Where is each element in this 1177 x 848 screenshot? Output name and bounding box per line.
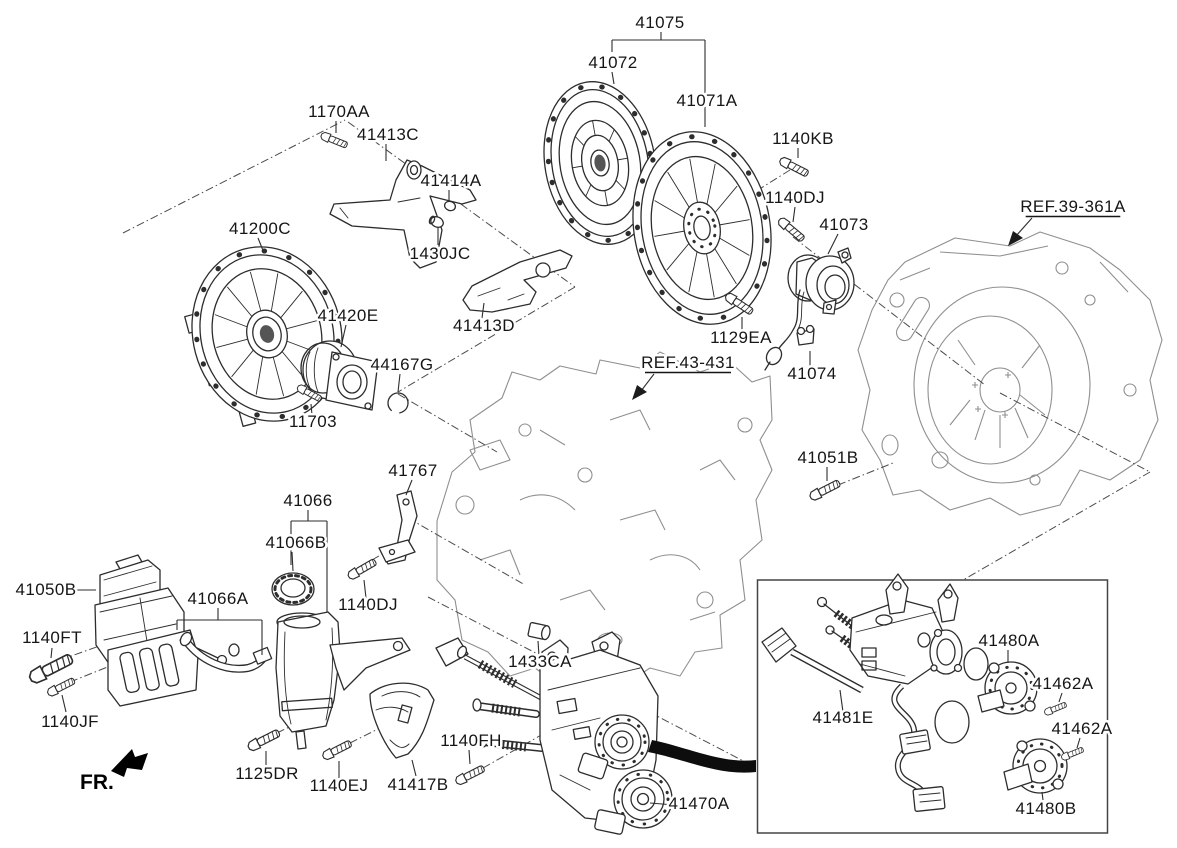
part-label-41462a: 41462A [1051,719,1112,738]
part-label-1433ca: 1433CA [508,652,572,671]
release-fork-41413d [462,249,573,313]
ref-43-431-arrowhead [632,385,647,400]
part-label-41470a: 41470A [668,794,729,813]
part-label-1140dj: 1140DJ [765,188,825,207]
leader-lines [50,32,1081,806]
fr-direction-arrow [111,749,148,777]
part-label-41480b: 41480B [1015,799,1076,818]
part-label-ref.43-431: REF.43-431 [641,353,735,372]
clutch-actuator-41050b [94,554,240,707]
ref-39-361a-arrowhead [1008,231,1023,246]
snap-ring-44167g [387,392,409,414]
clutch-tube-clip-41074 [796,324,815,346]
part-label-41051b: 41051B [797,448,858,467]
o-rings [934,647,989,744]
bolt-1170aa [319,130,349,150]
part-label-1129ea: 1129EA [710,328,772,347]
part-label-1140kb: 1140KB [772,129,834,148]
master-cylinder-41481e [761,573,963,812]
callout-layer: 41075 41072 41071A 1170AA 41413C 1140KB 41414A… [13,11,1128,821]
part-label-41066b: 41066B [265,533,326,552]
release-cylinder-41073 [764,247,855,371]
part-label-11703: 11703 [289,412,337,431]
part-label-41420e: 41420E [317,306,378,325]
part-label-41414a: 41414A [420,171,481,190]
bolt-1140jf [45,675,77,699]
part-label-1125dr: 1125DR [235,764,299,783]
bolt-41051b [807,477,843,503]
bolt-1140fh [453,763,487,787]
part-label-41413d: 41413D [453,316,515,335]
concentric-slave-cylinder-41420e [300,340,379,411]
part-label-1140dj: 1140DJ [338,595,398,614]
part-label-41066a: 41066A [187,589,248,608]
part-label-1140ft: 1140FT [22,628,82,647]
transaxle-housing-ref-39-361a [857,231,1163,516]
inset-box [756,573,1109,834]
part-label-41074: 41074 [787,364,836,383]
part-label-1140jf: 1140JF [41,712,99,731]
part-label-41200c: 41200C [229,219,291,238]
motor-41480b [1003,738,1068,794]
part-label-44167g: 44167G [371,355,434,374]
bolt-1140dj-top [775,215,807,244]
fr-label: FR. [80,771,114,794]
actuator-cable [648,740,756,773]
part-label-41481e: 41481E [812,708,873,727]
transmission-ref-43-431 [436,351,773,689]
pivot-ball-41414a [443,200,457,212]
part-label-41073: 41073 [819,215,868,234]
bolt-1125dr [245,727,282,754]
release-fork-41413c [329,159,477,269]
bolt-1140dj-bottom [345,556,379,582]
clutch-disc-41072 [543,81,657,245]
plug-1433ca [527,622,551,641]
fr-direction-indicator: FR. [78,749,148,796]
hose-41066a [179,631,273,673]
bolt-1140ej [320,738,354,762]
bracket-41767 [378,490,418,565]
gear-actuator-41470a [435,631,756,835]
part-label-ref.39-361a: REF.39-361A [1020,197,1126,216]
part-label-1140ej: 1140EJ [310,776,369,795]
reservoir-41066 [275,611,411,750]
part-label-41071a: 41071A [676,91,737,110]
part-label-41417b: 41417B [387,775,448,794]
part-label-41462a: 41462A [1032,674,1093,693]
reservoir-cap-41066b [271,572,315,606]
actuator-motor-bottom [594,769,673,835]
part-label-41413c: 41413C [357,125,419,144]
part-label-41050b: 41050B [15,580,76,599]
part-label-1170aa: 1170AA [308,102,370,121]
part-label-41066: 41066 [283,491,332,510]
part-label-41480a: 41480A [978,631,1039,650]
clutch-cover-41200c [184,246,343,427]
clutch-cover-41071a [632,131,772,325]
actuator-motor-top [577,714,650,780]
part-label-41767: 41767 [388,461,437,480]
heat-protector-41417b [369,682,435,759]
part-label-41075: 41075 [635,13,684,32]
part-label-1140fh: 1140FH [440,731,502,750]
part-label-41072: 41072 [588,53,637,72]
bolt-1140kb [777,155,811,179]
sleeve-1430jc [428,215,444,228]
part-label-1430jc: 1430JC [410,244,471,263]
motor-41480a [977,661,1038,715]
